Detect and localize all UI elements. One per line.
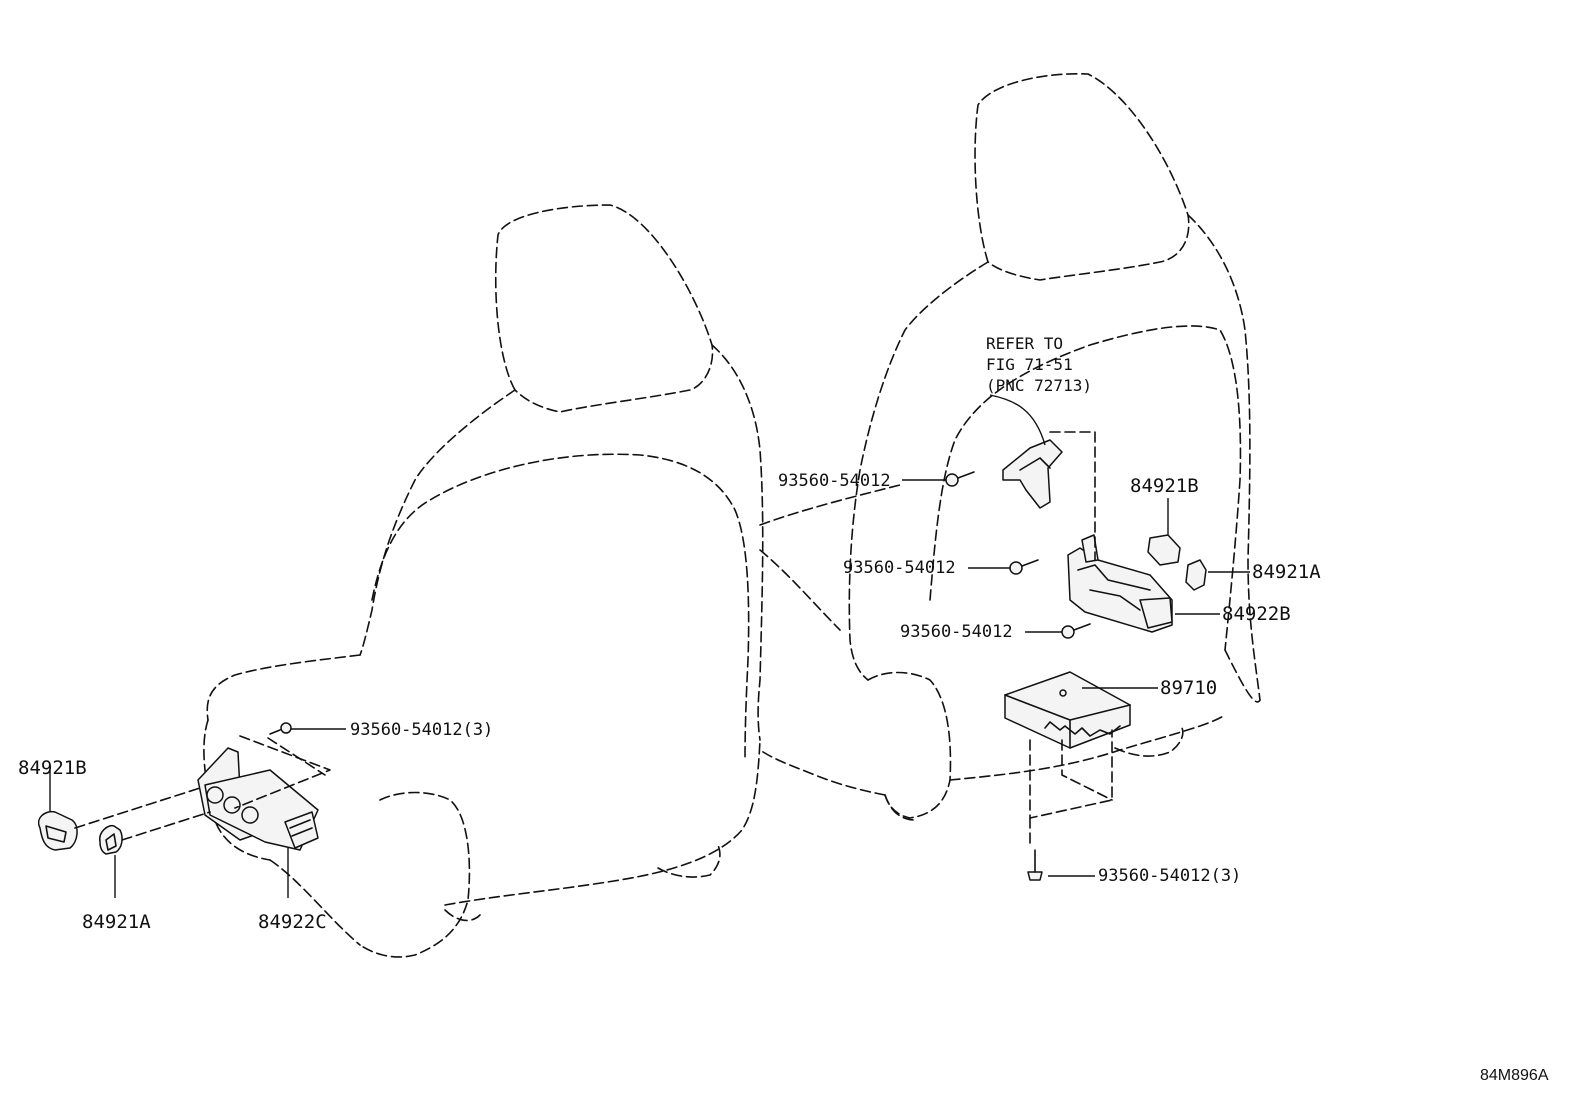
refer-note-line2: FIG 71-51 [986, 355, 1073, 374]
callout-right-bolt-2[interactable]: 93560-54012 [843, 558, 956, 578]
callout-left-bolt[interactable]: 93560-54012(3) [350, 720, 493, 740]
callout-left-84922c[interactable]: 84922C [258, 911, 327, 933]
right-bolt-2-icon [1009, 559, 1039, 575]
right-bolt-1-icon [945, 471, 975, 487]
right-knob-84921a [1185, 559, 1207, 591]
left-switch-assembly-84922c [197, 747, 319, 851]
right-ecu-89710 [1004, 671, 1131, 749]
left-assembly-lines [74, 735, 331, 841]
callout-left-84921b[interactable]: 84921B [18, 757, 87, 779]
left-seat-outline [203, 204, 764, 958]
refer-note-line1: REFER TO [986, 334, 1063, 353]
right-bracket [1002, 439, 1063, 509]
right-knob-84921b [1147, 534, 1181, 566]
callout-right-84921b[interactable]: 84921B [1130, 475, 1199, 497]
refer-note-line3: (PNC 72713) [986, 376, 1092, 395]
callout-left-84921a[interactable]: 84921A [82, 911, 151, 933]
right-bolt-3-icon [1061, 623, 1091, 639]
right-seat-outline [759, 73, 1261, 821]
callout-right-84921a[interactable]: 84921A [1252, 561, 1321, 583]
callout-right-89710[interactable]: 89710 [1160, 677, 1217, 699]
left-knob-84921a [99, 824, 123, 855]
callout-right-bottom-bolt[interactable]: 93560-54012(3) [1098, 866, 1241, 886]
right-bottom-bolt-icon [1027, 849, 1043, 881]
right-assembly-lines [1029, 431, 1113, 846]
refer-note-leader [989, 394, 1046, 446]
refer-note: REFER TO FIG 71-51 (PNC 72713) [986, 334, 1092, 395]
figure-id: 84M896A [1480, 1067, 1549, 1084]
right-switch-assembly-84922b [1067, 534, 1173, 633]
right-leader-lines [902, 479, 1250, 877]
left-bolt-icon [269, 722, 292, 735]
callout-right-84922b[interactable]: 84922B [1222, 603, 1291, 625]
callout-right-bolt-3[interactable]: 93560-54012 [900, 622, 1013, 642]
callout-right-bolt-1[interactable]: 93560-54012 [778, 471, 891, 491]
left-leader-lines [49, 728, 346, 898]
left-knob-84921b [38, 810, 78, 851]
